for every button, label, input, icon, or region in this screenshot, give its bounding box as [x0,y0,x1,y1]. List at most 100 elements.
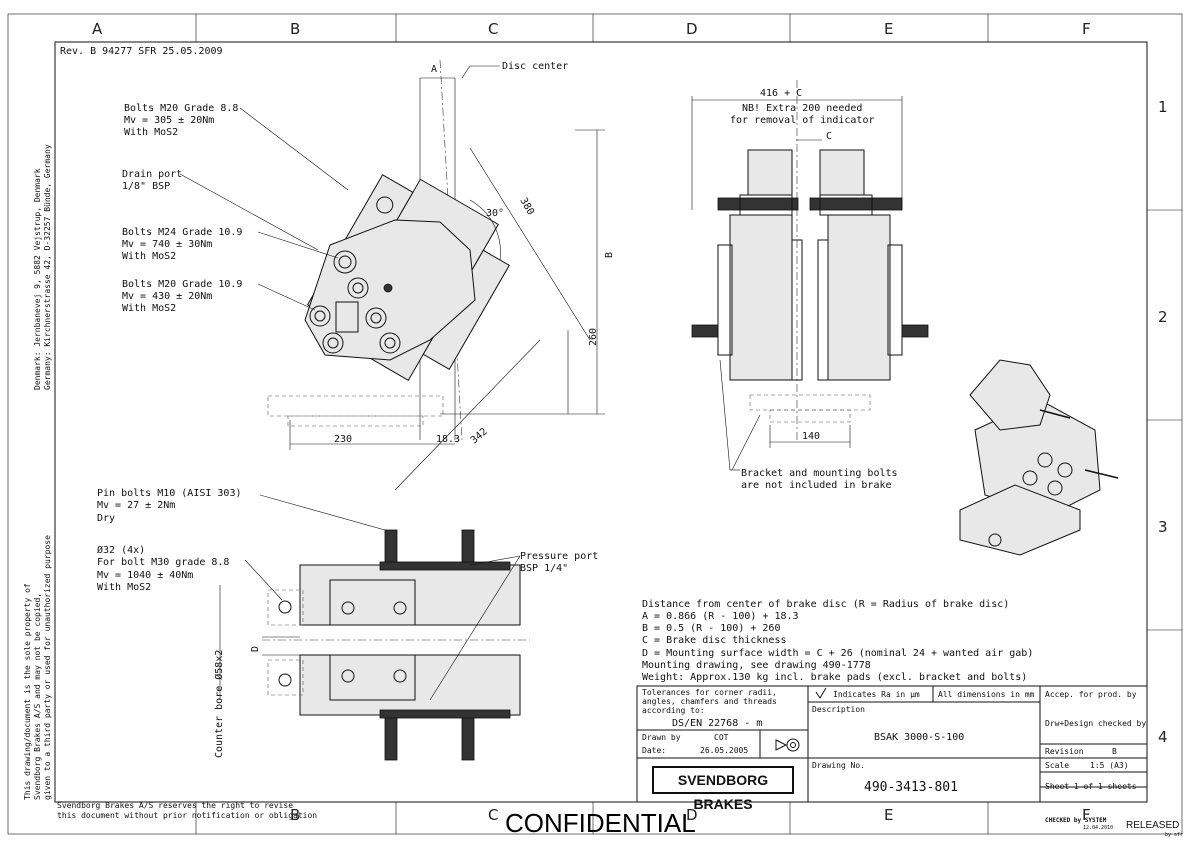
front-angle: 30° [486,208,504,219]
front-disc-center: Disc center [502,61,568,72]
top-counter-bore: Counter bore Ø58x2 [213,650,225,758]
scale-label: Scale [1045,761,1069,770]
drw-design-checked: Drw+Design checked by [1045,719,1146,728]
front-bolts-m20-88-line1: Bolts M20 Grade 8.8 [124,103,238,114]
note-line-4: C = Brake disc thickness [642,635,787,646]
front-bolts-m24-line2: Mv = 740 ± 30Nm [122,239,212,250]
side-bracket-note-line1: Bracket and mounting bolts [741,468,898,479]
date-label: Date: [642,746,666,755]
front-bolts-m24-line3: With MoS2 [122,251,176,262]
grid-row-4: 4 [1158,728,1168,746]
revision-label: Revision [1045,747,1084,756]
side-note-extra-line2: for removal of indicator [730,115,875,126]
grid-ticks [195,14,1182,834]
top-pin-bolts-line3: Dry [97,513,115,524]
grid-col-a: A [92,20,103,38]
front-bolts-m20-109-line1: Bolts M20 Grade 10.9 [122,279,242,290]
grid-row-1: 1 [1158,98,1168,116]
drawing-no-label: Drawing No. [812,761,865,770]
front-dim-260: 260 [588,328,599,346]
grid-col-f: F [1082,20,1091,38]
note-line-1: Distance from center of brake disc (R = … [642,599,1009,610]
top-pressure-port-line2: BSP 1/4" [520,563,568,574]
side-property-line1: This drawing/document is the sole proper… [23,583,32,800]
front-bolts-m20-109-line3: With MoS2 [122,303,176,314]
checked-by-system: CHECKED by SYSTEM [1045,817,1107,824]
description-value: BSAK 3000-S-100 [874,732,964,743]
note-line-5: D = Mounting surface width = C + 26 (nom… [642,648,1033,659]
grid-bottom-f: F [1082,806,1091,824]
reserve-line1: Svendborg Brakes A/S reserves the right … [57,801,293,810]
drawing-no-value: 490-3413-801 [864,780,958,795]
top-bolt-m30-line2: For bolt M30 grade 8.8 [97,557,229,568]
side-property-line2: Svendborg Brakes A/S and may not be copi… [33,593,42,800]
reserve-line2: this document without prior notification… [57,811,317,820]
company-logo: SVENDBORG BRAKES [652,766,794,812]
outer-frame [7,13,1183,835]
top-dim-d: D [250,646,261,652]
side-dim-416: 416 + C [760,88,802,99]
front-drain-port-line1: Drain port [122,169,182,180]
tolerances-line2: angles, chamfers and threads [642,697,777,706]
top-pin-bolts-line2: Mv = 27 ± 2Nm [97,500,175,511]
date-value: 26.05.2005 [700,746,748,755]
note-line-6: Mounting drawing, see drawing 490-1778 [642,660,871,671]
released-stamp: RELEASED [1126,820,1179,831]
ra-note: Indicates Ra in µm [833,690,920,699]
note-line-2: A = 0.866 (R - 100) + 18.3 [642,611,799,622]
side-note-extra-line1: NB! Extra 200 needed [742,103,862,114]
top-bolt-m30-line3: Mv = 1040 ± 40Nm [97,570,193,581]
grid-bottom-b: B [290,806,300,824]
top-bolt-m30-line4: With MoS2 [97,582,151,593]
note-line-3: B = 0.5 (R - 100) + 260 [642,623,780,634]
front-bolts-m24-line1: Bolts M24 Grade 10.9 [122,227,242,238]
top-view [219,494,530,761]
note-line-7: Weight: Approx.130 kg incl. brake pads (… [642,672,1027,683]
drawn-by-label: Drawn by [642,733,681,742]
scale-value: 1:5 (A3) [1090,761,1129,770]
revision-note: Rev. B 94277 SFR 25.05.2009 [60,46,223,57]
confidential-mark: CONFIDENTIAL [505,808,696,838]
inner-frame [54,41,1148,803]
grid-col-c: C [488,20,498,38]
top-pin-bolts-line1: Pin bolts M10 (AISI 303) [97,488,242,499]
top-pressure-port-line1: Pressure port [520,551,598,562]
side-view [691,80,929,471]
title-block-grid [636,685,1148,803]
side-dim-c: C [826,131,832,142]
front-bolts-m20-88-line2: Mv = 305 ± 20Nm [124,115,214,126]
sheet-value: Sheet 1 of 1 sheets [1045,782,1137,791]
side-address-line2: Germany: Kirchnerstrasse 42, D-32257 Bün… [43,144,52,390]
side-bracket-note-line2: are not included in brake [741,480,892,491]
front-dim-b: B [604,252,615,258]
grid-bottom-d: D [686,806,698,824]
grid-col-b: B [290,20,300,38]
isometric-view [959,359,1119,556]
front-dim-342: 342 [469,426,490,446]
grid-row-2: 2 [1158,308,1168,326]
grid-row-3: 3 [1158,518,1168,536]
side-address-line1: Denmark: Jernbanevej 9, 5882 Vejstrup, D… [33,168,42,390]
front-drain-port-line2: 1/8" BSP [122,181,170,192]
side-property-line3: given to a third party or used for unaut… [43,535,52,800]
front-bolts-m20-88-line3: With MoS2 [124,127,178,138]
top-bolt-m30-line1: Ø32 (4x) [97,544,145,556]
tolerances-line3: according to: [642,706,705,715]
grid-bottom-c: C [488,806,498,824]
grid-col-d: D [686,20,698,38]
released-by: by sfr [1165,832,1183,838]
tolerance-standard: DS/EN 22768 - m [672,718,762,729]
dimensions-note: All dimensions in mm [938,690,1035,699]
drawn-by-value: COT [714,733,729,742]
front-dim-230: 230 [334,434,352,445]
revision-value: B [1112,747,1117,756]
grid-col-e: E [884,20,893,38]
front-bolts-m20-109-line2: Mv = 430 ± 20Nm [122,291,212,302]
grid-bottom-e: E [884,806,893,824]
front-dim-18-3: 18.3 [436,434,460,445]
side-dim-140: 140 [802,431,820,442]
accep-for-prod: Accep. for prod. by [1045,690,1137,699]
front-dim-380: 380 [517,196,536,217]
tolerances-line1: Tolerances for corner radii, [642,688,777,697]
